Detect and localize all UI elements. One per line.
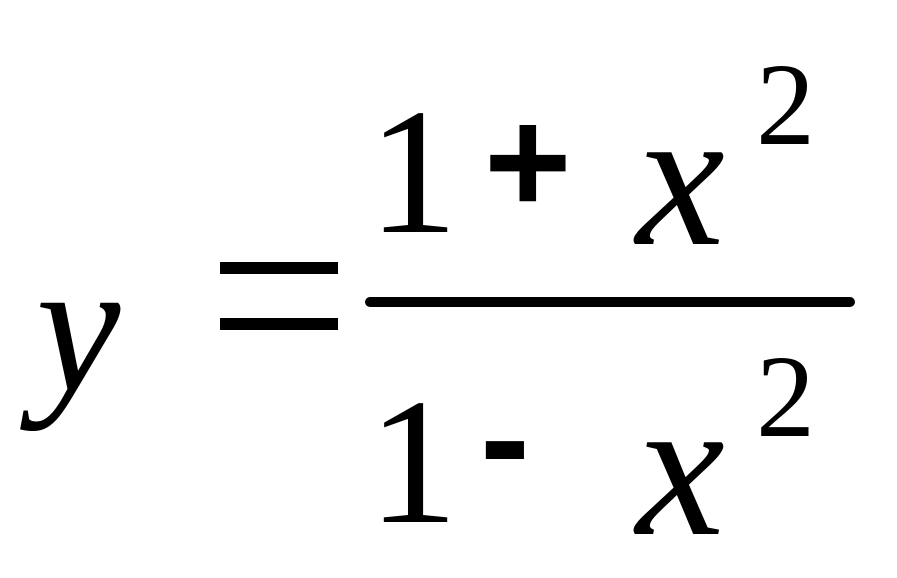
denominator-constant: 1 (368, 362, 458, 561)
denominator-exponent: 2 (756, 331, 815, 462)
lhs-variable-y: y (36, 222, 121, 432)
numerator-variable-x: x (636, 67, 725, 288)
equals-bottom-bar (220, 318, 338, 330)
numerator-exponent: 2 (756, 39, 815, 170)
equation: y = 1 + x 2 1 - x 2 (36, 39, 855, 568)
denominator-variable-x: x (636, 357, 725, 578)
fraction-bar (365, 297, 855, 307)
equals-top-bar (220, 262, 338, 274)
denominator-minus-operator: - (480, 353, 530, 521)
numerator-plus-operator: + (484, 77, 572, 245)
numerator-constant: 1 (368, 72, 458, 271)
